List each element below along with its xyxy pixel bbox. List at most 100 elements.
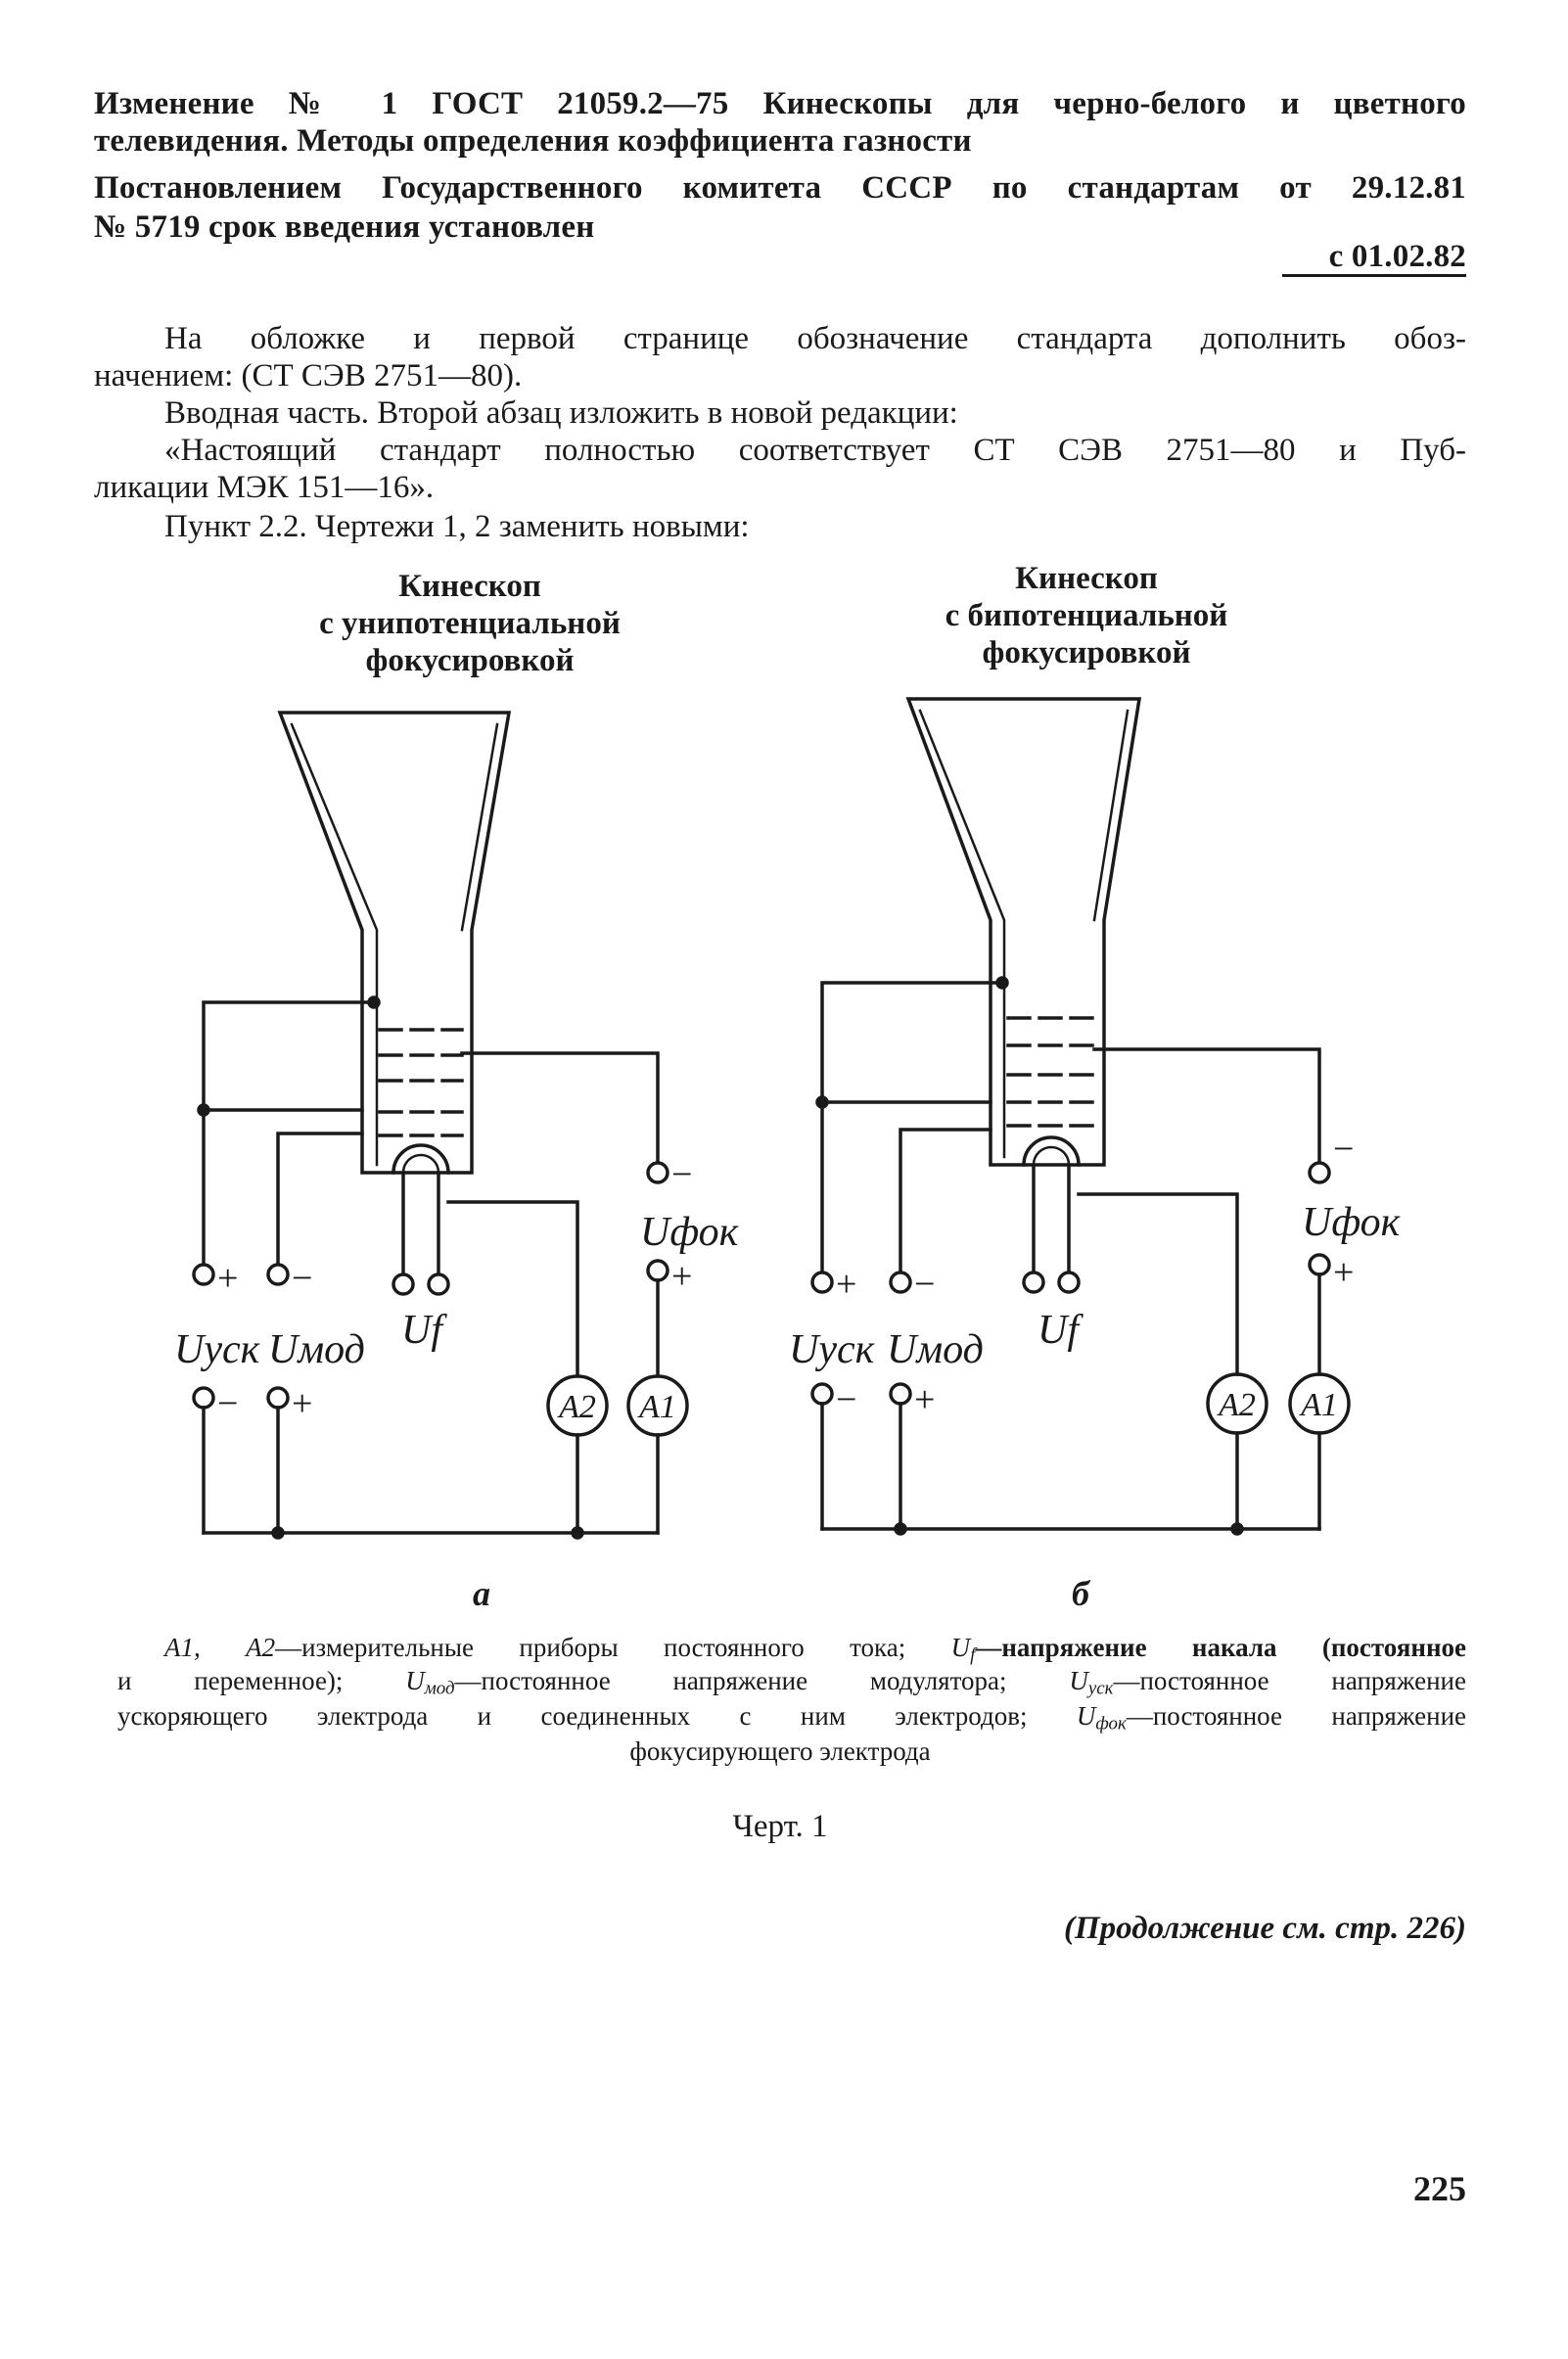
right-junction-accel [815, 1095, 829, 1109]
left-funnel-inner-line [290, 722, 379, 1167]
left-meter-a2-label: A2 [557, 1389, 596, 1425]
left-funnel-outline [277, 711, 512, 1175]
left-junction-accel [197, 1103, 210, 1117]
right-umod-minus-sign: − [914, 1264, 935, 1305]
caption-text-1b: —измерительные приборы постоянного тока; [275, 1633, 906, 1662]
left-figure-title: Кинескоп с унипотенциальной фокусировкой [225, 568, 715, 679]
right-funnel-inner-line-right [1092, 709, 1130, 922]
panel-letter-a: а [473, 1574, 490, 1613]
left-umod-plus-sign: + [292, 1383, 312, 1424]
right-circuit [810, 697, 1351, 1536]
right-ufok-minus-sign: − [1333, 1129, 1354, 1170]
right-cathode-arc [1022, 1135, 1081, 1167]
left-ufok-minus-sign: − [671, 1154, 692, 1195]
right-ufok-plus-sign: + [1333, 1252, 1354, 1293]
right-funnel-outline [905, 697, 1142, 1167]
right-junction-bottom-1 [894, 1522, 907, 1536]
right-ufok-label: Uфок [1302, 1200, 1401, 1245]
left-junction-bottom-1 [271, 1526, 285, 1540]
paragraph-2: Вводная часть. Второй абзац изложить в н… [164, 395, 958, 431]
caption-umod-u: U [405, 1666, 425, 1695]
right-figure-title: Кинескоп с бипотенциальной фокусировкой [842, 560, 1331, 671]
caption-uusk-sub: уск [1087, 1678, 1114, 1699]
right-uf-label: Uf [1038, 1308, 1084, 1353]
left-terminal-umod-plus [266, 1386, 290, 1410]
caption-a1-a2: А1, А2 [164, 1633, 276, 1662]
left-terminal-uf-2 [427, 1272, 450, 1296]
right-uusk-label: Uуск [789, 1327, 875, 1372]
caption-text-1d: —напряжение накала (постоянное [975, 1633, 1466, 1662]
caption-line-4: фокусирующего электрода [629, 1736, 931, 1766]
header-line-4: № 5719 срок введения установлен [94, 209, 595, 245]
header-line-1: Изменение № 1 ГОСТ 21059.2—75 Кинескопы … [94, 86, 1466, 121]
right-funnel-inner-line [918, 709, 1006, 1159]
paragraph-1-line-2: начением: (СТ СЭВ 2751—80). [94, 358, 523, 393]
right-cathode-inner-arc [1032, 1145, 1071, 1167]
left-cathode-inner-arc [401, 1153, 440, 1175]
continuation-note: (Продолжение см. стр. 226) [1064, 1911, 1466, 1946]
left-cathode-arc [392, 1143, 450, 1175]
left-terminal-ufok-minus [646, 1161, 669, 1184]
right-title-line-2: с бипотенциальной [945, 598, 1228, 633]
left-meter-a1-label: A1 [637, 1389, 676, 1425]
caption-uf: Uf [950, 1633, 976, 1666]
caption-text-3a: ускоряющего электрода и соединенных с ни… [117, 1701, 1028, 1731]
caption-ufok: Uфок [1077, 1701, 1127, 1735]
left-title-line-2: с унипотенциальной [319, 606, 621, 641]
paragraph-4: Пункт 2.2. Чертежи 1, 2 заменить новыми: [164, 509, 750, 544]
right-meter-a2-label: A2 [1217, 1387, 1256, 1423]
caption-text-2e: —постоянное напряжение [1113, 1666, 1466, 1695]
right-junction-bottom-2 [1230, 1522, 1244, 1536]
caption-text-2a: и переменное); [117, 1666, 344, 1695]
left-ufok-plus-sign: + [671, 1256, 692, 1297]
left-ufok-label: Uфок [640, 1210, 739, 1255]
page-number: 225 [1413, 2169, 1466, 2208]
left-title-line-1: Кинескоп [398, 569, 541, 604]
left-uf-label: Uf [401, 1308, 447, 1353]
caption-umod: Uмод [405, 1666, 454, 1699]
left-uusk-minus-sign: − [217, 1383, 238, 1424]
caption-umod-sub: мод [424, 1678, 455, 1699]
right-terminal-umod-minus [889, 1271, 912, 1294]
right-junction-anode [995, 976, 1009, 990]
left-terminal-umod-minus [266, 1263, 290, 1286]
caption-line-2: и переменное); Uмод—постоянное напряжени… [117, 1664, 1466, 1706]
caption-text-2c: —постоянное напряжение модулятора; [454, 1666, 1007, 1695]
right-terminal-uusk-minus [810, 1382, 834, 1406]
right-uusk-minus-sign: − [836, 1379, 856, 1420]
right-umod-label: Uмод [887, 1327, 984, 1372]
left-title-line-3: фокусировкой [365, 643, 575, 678]
chart-label: Черт. 1 [732, 1809, 828, 1844]
left-umod-label: Uмод [268, 1327, 365, 1372]
caption-uusk-u: U [1069, 1666, 1088, 1695]
effective-date: с 01.02.82 [1282, 239, 1466, 277]
left-umod-minus-sign: − [292, 1258, 312, 1299]
caption-ufok-sub: фок [1095, 1713, 1127, 1735]
paragraph-3-line-1: «Настоящий стандарт полностью соответств… [164, 433, 1466, 468]
left-uusk-plus-sign: + [217, 1258, 238, 1299]
right-umod-plus-sign: + [914, 1379, 935, 1420]
left-circuit [192, 711, 689, 1540]
header-line-3: Постановлением Государственного комитета… [94, 170, 1466, 206]
right-terminal-uf-1 [1022, 1271, 1045, 1294]
header-line-2: телевидения. Методы определения коэффици… [94, 123, 972, 159]
caption-uf-sub: f [970, 1644, 976, 1666]
left-terminal-uf-1 [392, 1272, 415, 1296]
paragraph-3-line-2: ликации МЭК 151—16». [94, 470, 435, 505]
left-terminal-uusk-plus [192, 1263, 215, 1286]
caption-text-3c: —постоянное напряжение [1126, 1701, 1467, 1731]
right-title-line-3: фокусировкой [982, 635, 1191, 671]
right-meter-a1-label: A1 [1299, 1387, 1338, 1423]
right-terminal-umod-plus [889, 1382, 912, 1406]
left-terminal-ufok-plus [646, 1259, 669, 1282]
left-uusk-label: Uуск [174, 1327, 260, 1372]
caption-uf-u: U [950, 1633, 971, 1662]
circuit-diagrams: + − Uуск Uмод − + Uf − Uфок + A2 A1 + − … [174, 697, 1401, 1613]
left-terminal-uusk-minus [192, 1386, 215, 1410]
right-terminal-ufok-plus [1308, 1253, 1331, 1276]
caption-uusk: Uуск [1069, 1666, 1113, 1699]
left-junction-anode [367, 995, 381, 1009]
right-terminal-uusk-plus [810, 1271, 834, 1294]
right-terminal-ufok-minus [1308, 1161, 1331, 1184]
right-terminal-uf-2 [1057, 1271, 1081, 1294]
